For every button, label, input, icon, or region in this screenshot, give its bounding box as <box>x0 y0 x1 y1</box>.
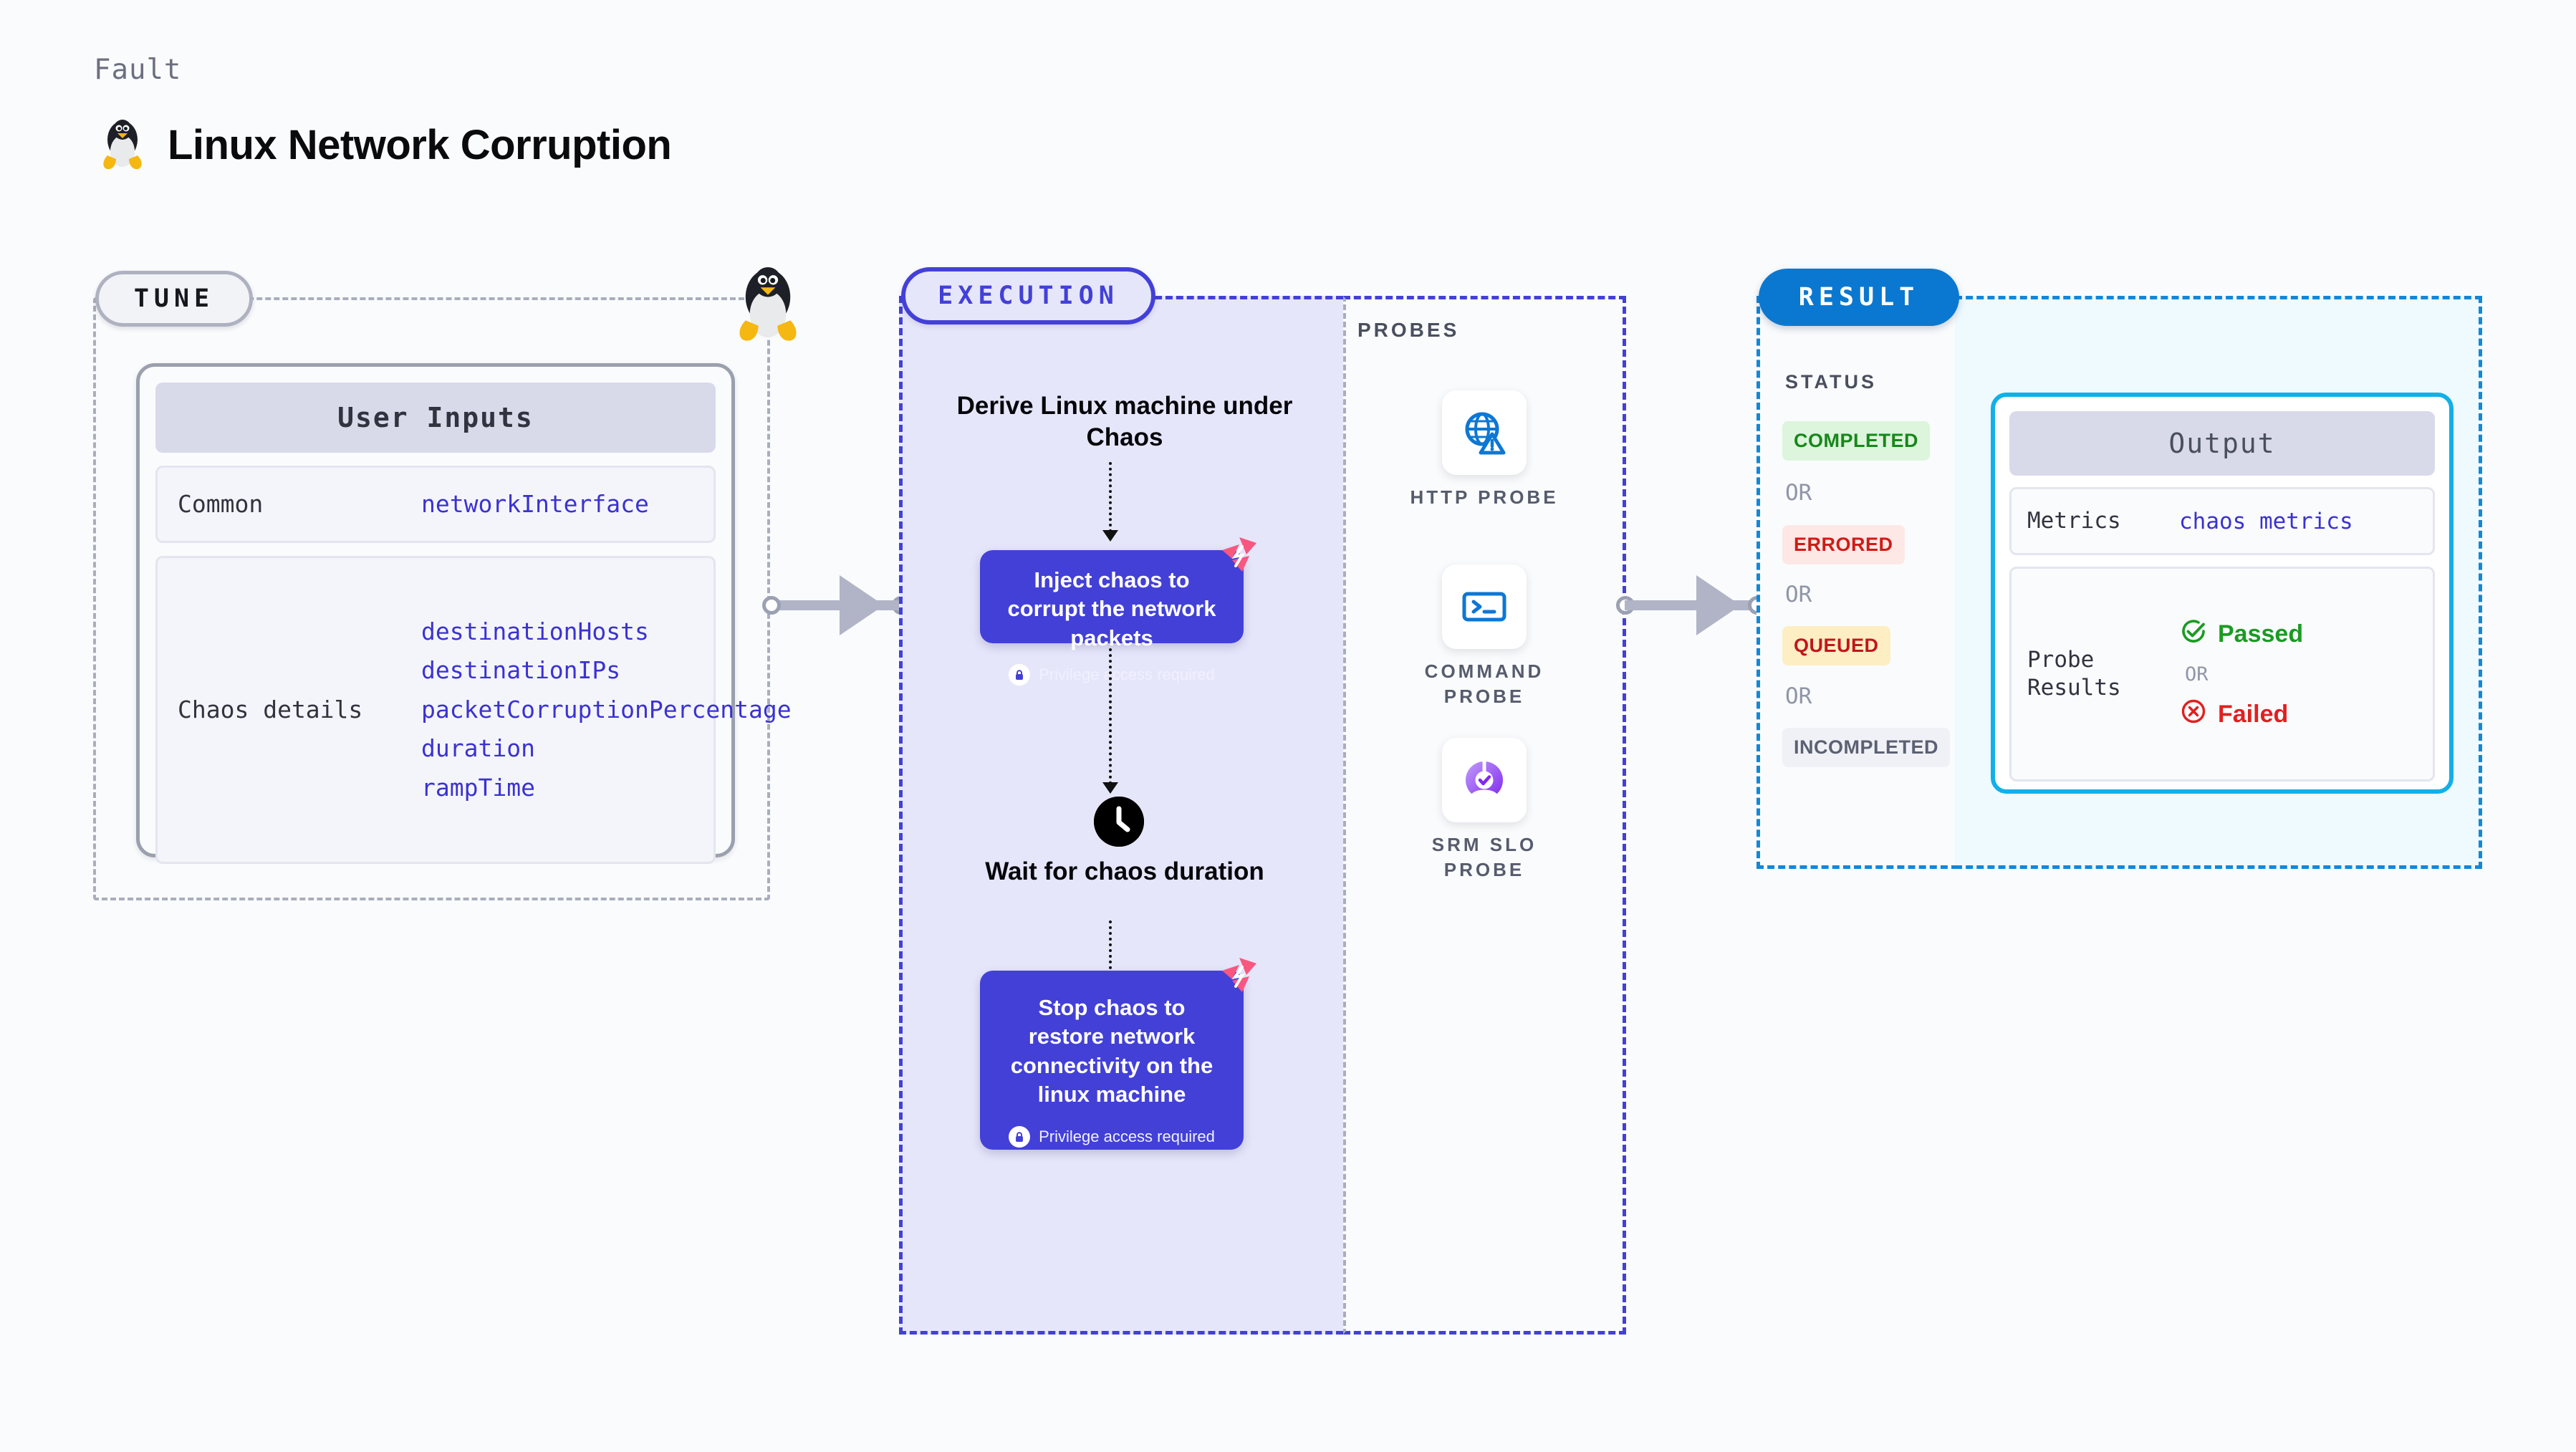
execution-step-derive: Derive Linux machine under Chaos <box>956 392 1293 452</box>
input-row-common: Common networkInterface <box>155 466 716 543</box>
probe-srm-slo[interactable]: SRM SLO PROBE <box>1405 738 1563 882</box>
input-value: destinationIPs <box>421 656 621 685</box>
fault-label: Fault <box>94 54 182 86</box>
status-label: STATUS <box>1785 371 1877 393</box>
connector-arrowhead <box>1696 575 1741 635</box>
output-row-key-text: Probe Results <box>2027 647 2121 701</box>
linux-penguin-icon <box>99 118 146 171</box>
input-value: destinationHosts <box>421 617 649 645</box>
output-row-metrics: Metrics chaos metrics <box>2009 487 2435 555</box>
chaos-step-title: Inject chaos to corrupt the network pack… <box>1007 567 1216 650</box>
probe-result-passed: Passed <box>2179 617 2303 652</box>
probe-label: COMMAND PROBE <box>1424 660 1544 707</box>
probe-result-failed: Failed <box>2179 697 2303 732</box>
linux-penguin-icon <box>732 265 804 344</box>
flow-arrow-head <box>1102 530 1118 542</box>
probe-label: HTTP PROBE <box>1410 486 1559 508</box>
result-badge: RESULT <box>1759 269 1959 326</box>
harness-logo-icon <box>1218 955 1259 996</box>
flow-arrow-line <box>1109 920 1115 992</box>
probe-result-values: Passed OR Failed <box>2179 617 2303 732</box>
input-value: rampTime <box>421 773 535 802</box>
lock-icon <box>1009 1126 1031 1148</box>
probe-http[interactable]: HTTP PROBE <box>1405 390 1563 510</box>
input-row-values: destinationHosts destinationIPs packetCo… <box>421 612 792 807</box>
flow-arrow-head <box>1102 782 1118 794</box>
input-value: packetCorruptionPercentage <box>421 695 792 723</box>
tune-badge: TUNE <box>95 271 253 327</box>
status-badge-queued: QUEUED <box>1782 626 1890 665</box>
connector-start-dot <box>762 596 781 615</box>
chaos-step-stop[interactable]: Stop chaos to restore network connectivi… <box>980 958 1256 1150</box>
probe-result-label: Passed <box>2218 620 2304 648</box>
or-separator: OR <box>1785 582 1812 607</box>
input-row-key: Common <box>178 490 264 519</box>
page-title-text: Linux Network Corruption <box>168 121 672 168</box>
input-row-values: networkInterface <box>421 485 706 524</box>
output-title: Output <box>2009 411 2435 476</box>
status-badge-completed: COMPLETED <box>1782 421 1931 461</box>
privilege-note-text: Privilege access required <box>1039 665 1215 683</box>
privilege-note: Privilege access required <box>980 1126 1244 1148</box>
slo-check-icon <box>1442 738 1527 822</box>
execution-step-wait: Wait for chaos duration <box>985 857 1264 885</box>
input-value: duration <box>421 734 535 763</box>
output-row-value: chaos metrics <box>2179 508 2353 534</box>
chaos-step-title: Stop chaos to restore network connectivi… <box>1010 995 1213 1107</box>
or-separator: OR <box>1785 480 1812 506</box>
or-separator: OR <box>2185 663 2209 686</box>
probe-result-label: Failed <box>2218 700 2289 728</box>
status-badge-incompleted: INCOMPLETED <box>1782 728 1951 767</box>
probe-label: SRM SLO PROBE <box>1431 834 1537 880</box>
probe-command[interactable]: COMMAND PROBE <box>1405 564 1563 708</box>
privilege-note: Privilege access required <box>980 663 1244 686</box>
or-separator: OR <box>1785 683 1812 709</box>
page-title: Linux Network Corruption <box>99 118 672 171</box>
privilege-note-text: Privilege access required <box>1039 1128 1215 1146</box>
chaos-step-inject[interactable]: Inject chaos to corrupt the network pack… <box>980 537 1256 686</box>
output-row-probe-results: Probe Results Passed OR <box>2009 567 2435 782</box>
output-card: Output Metrics chaos metrics Probe Resul… <box>1991 393 2454 794</box>
clock-icon <box>1094 797 1144 847</box>
flow-arrow-line <box>1109 648 1115 784</box>
user-inputs-card: User Inputs Common networkInterface Chao… <box>136 363 792 864</box>
execution-badge: EXECUTION <box>901 267 1155 324</box>
x-circle-icon <box>2179 697 2208 732</box>
terminal-icon <box>1442 564 1527 649</box>
probes-label: PROBES <box>1357 319 1460 341</box>
status-badge-errored: ERRORED <box>1782 525 1905 564</box>
check-circle-icon <box>2179 617 2208 652</box>
user-inputs-title: User Inputs <box>155 383 716 453</box>
output-row-key: Metrics <box>2027 508 2121 534</box>
input-value: networkInterface <box>421 489 649 518</box>
result-status-panel <box>1756 296 1959 869</box>
globe-warning-icon <box>1442 390 1527 475</box>
flow-arrow-line <box>1109 462 1115 532</box>
input-row-key: Chaos details <box>178 696 363 724</box>
input-row-chaos-details: Chaos details destinationHosts destinati… <box>155 556 792 864</box>
harness-logo-icon <box>1218 534 1259 576</box>
lock-icon <box>1009 663 1031 686</box>
connector-arrowhead <box>840 575 884 635</box>
output-row-key: Probe Results <box>2027 646 2179 702</box>
